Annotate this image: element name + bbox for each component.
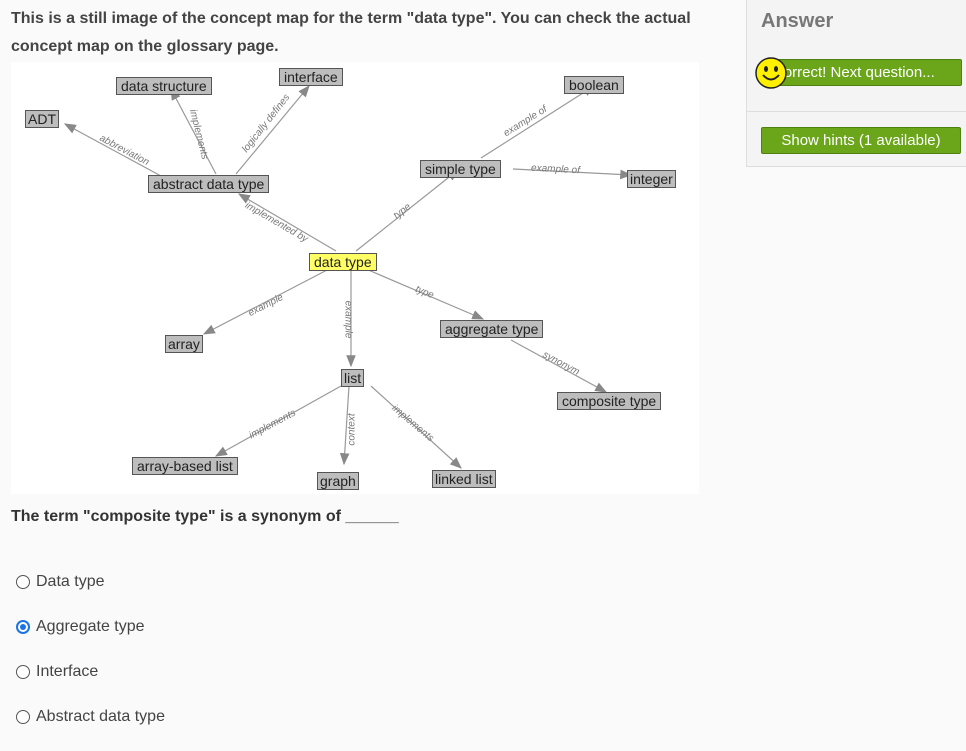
smiley-icon bbox=[755, 57, 787, 89]
radio-aggregate-type[interactable] bbox=[16, 620, 30, 634]
intro-text: This is a still image of the concept map… bbox=[11, 5, 731, 61]
radio-data-type[interactable] bbox=[16, 575, 30, 589]
show-hints-label: Show hints (1 available) bbox=[781, 132, 941, 149]
radio-abstract-data-type[interactable] bbox=[16, 710, 30, 724]
edge-implemented-by bbox=[237, 193, 337, 252]
next-question-button[interactable]: Correct! Next question... bbox=[764, 59, 962, 86]
show-hints-button[interactable]: Show hints (1 available) bbox=[761, 127, 961, 154]
edge-implements bbox=[170, 87, 217, 175]
option-data-type[interactable]: Data type bbox=[16, 573, 104, 591]
node-adt: ADT bbox=[25, 110, 59, 128]
edge-context bbox=[339, 385, 350, 466]
node-abstract-data-type: abstract data type bbox=[148, 175, 270, 193]
edge-example-of-integer bbox=[512, 168, 633, 180]
concept-map-edges bbox=[63, 85, 633, 469]
concept-map-image: abbreviation implements logically define… bbox=[11, 62, 699, 494]
question-text: The term "composite type" is a synonym o… bbox=[11, 508, 399, 525]
node-aggregate-type: aggregate type bbox=[440, 320, 544, 338]
node-data-structure: data structure bbox=[116, 77, 212, 95]
node-data-type: data type bbox=[309, 253, 377, 271]
option-abstract-data-type[interactable]: Abstract data type bbox=[16, 708, 165, 726]
edge-type-aggregate bbox=[365, 268, 485, 320]
edge-logically-defines bbox=[235, 85, 310, 175]
edge-label-example-list: example bbox=[342, 300, 354, 339]
option-label: Interface bbox=[36, 663, 99, 680]
edge-synonym bbox=[510, 339, 608, 393]
option-interface[interactable]: Interface bbox=[16, 663, 98, 681]
node-graph: graph bbox=[317, 472, 359, 490]
option-label: Aggregate type bbox=[36, 618, 145, 635]
main-panel: This is a still image of the concept map… bbox=[11, 5, 731, 726]
node-composite-type: composite type bbox=[557, 392, 662, 410]
intro-line-2: concept map on the glossary page. bbox=[11, 38, 279, 55]
node-boolean: boolean bbox=[564, 76, 624, 94]
option-aggregate-type[interactable]: Aggregate type bbox=[16, 618, 145, 636]
edge-implements-array-list bbox=[214, 385, 342, 457]
answer-title: Answer bbox=[761, 10, 834, 32]
node-list: list bbox=[341, 369, 365, 387]
edge-example-array bbox=[202, 268, 330, 335]
intro-line-1: This is a still image of the concept map… bbox=[11, 10, 691, 27]
edge-abbreviation bbox=[63, 123, 162, 177]
edge-implements-linked bbox=[370, 385, 462, 469]
node-interface: interface bbox=[279, 68, 343, 86]
node-array-based-list: array-based list bbox=[132, 457, 238, 475]
node-array: array bbox=[165, 335, 203, 353]
answer-sidebar: Answer Correct! Next question... Show hi… bbox=[746, 0, 966, 167]
edge-example-of-boolean bbox=[480, 85, 596, 159]
edge-type-simple bbox=[355, 169, 459, 252]
sidebar-divider bbox=[747, 111, 966, 112]
next-question-label: Correct! Next question... bbox=[773, 64, 935, 81]
option-label: Abstract data type bbox=[36, 708, 165, 725]
edge-label-context: context bbox=[346, 413, 358, 446]
radio-interface[interactable] bbox=[16, 665, 30, 679]
node-integer: integer bbox=[627, 170, 676, 188]
node-simple-type: simple type bbox=[420, 160, 501, 178]
node-linked-list: linked list bbox=[432, 470, 496, 488]
option-label: Data type bbox=[36, 573, 105, 590]
